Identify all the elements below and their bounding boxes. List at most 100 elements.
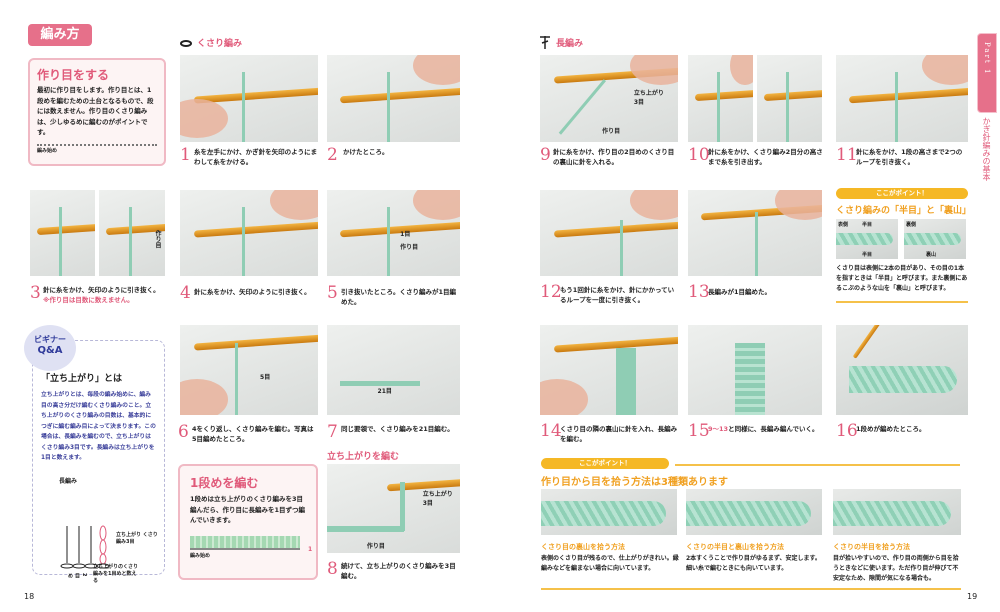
section-title-treble: 長編み: [556, 39, 584, 49]
step-3b-photo: 作り目: [99, 190, 165, 276]
step-caption: 糸を左手にかけ、かぎ針を矢印のようにまわして糸をかける。: [194, 148, 318, 166]
step-15-photo: [688, 325, 822, 415]
step-caption: 針に糸をかけ、矢印のように引き抜く。: [194, 288, 311, 296]
row1-box: 1段めを編む 1段めは立ち上がりのくさり編みを3目編んだら、作り目に長編みを1目…: [178, 464, 318, 580]
step-caption: 針に糸をかけ、くさり編み2目分の高さまで糸を引き出す。: [708, 148, 823, 166]
qa-diagram-title: 長編み: [59, 477, 78, 485]
qa-label-a: 立ち上がり くさり編み3目: [116, 532, 158, 545]
step-number: 6: [178, 422, 189, 442]
step-12-photo: [540, 190, 678, 276]
method-title: くさりの半目を拾う方法: [833, 543, 910, 551]
step-number: 5: [327, 283, 338, 303]
section-header: 編み方: [28, 24, 92, 46]
qa-badge-line1: ビギナー: [34, 335, 66, 344]
step-number: 2: [327, 145, 338, 165]
step-caption: 長編みが1目編めた。: [708, 288, 772, 296]
caption-text: と同様に、長編み編んでいく。: [728, 425, 819, 433]
row1-diagram: [190, 535, 300, 550]
page-number-left: 18: [24, 592, 35, 601]
row1-title: 1段めを編む: [190, 476, 259, 490]
step-reference: 9〜13: [708, 425, 729, 433]
step-10a-photo: [688, 55, 753, 142]
front-chain-photo: 表側半目半目: [836, 219, 898, 259]
step-number: 13: [688, 282, 710, 302]
page-number-right: 19: [967, 592, 978, 601]
divider: [675, 464, 960, 466]
diagram-label: 編み始め: [37, 147, 58, 154]
step-caption: 引き抜いたところ。くさり編みが1目編めた。: [341, 288, 457, 306]
step-caption: 9〜13と同様に、長編み編んでいく。: [708, 424, 822, 434]
step-3a-photo: [30, 190, 95, 276]
part-label: Part 1: [983, 42, 991, 76]
step-7-photo: 21目: [327, 325, 460, 415]
qa-badge-line2: Q&A: [37, 345, 63, 356]
step-8-photo: 立ち上がり3目作り目: [327, 464, 460, 553]
chapter-label: かぎ針編みの基本: [982, 117, 991, 181]
qa-text: 立ち上がりとは、毎段の編み始めに、編み目の高さ分だけ編むくさり編みのこと。立ち上…: [41, 392, 156, 461]
qa-label-c: 立ち上がりのくさり編みを1目めと数える: [93, 564, 139, 584]
step-number: 16: [836, 421, 858, 441]
intro-text: 最初に作り目をします。作り目とは、1段めを編むための土台となるもので、段には数え…: [37, 86, 154, 136]
intro-box: 作り目をする 最初に作り目をします。作り目とは、1段めを編むための土台となるもの…: [28, 58, 166, 166]
row1-text: 1段めは立ち上がりのくさり編みを3目編んだら、作り目に長編みを1目ずつ編んでいき…: [190, 495, 306, 524]
step-caption: かけたところ。: [343, 148, 389, 156]
step-5-photo: 1目作り目: [327, 190, 460, 276]
section-title-chain: くさり編み: [197, 39, 243, 49]
step-9-photo: 立ち上がり3目作り目: [540, 55, 678, 142]
qa-title: 「立ち上がり」とは: [41, 374, 123, 384]
point-banner: ここがポイント！: [836, 188, 968, 199]
step-11-photo: [836, 55, 968, 142]
row1-marker: 1: [308, 546, 313, 553]
step-6-photo: 5目: [180, 325, 318, 415]
treble-crochet-diagram: [60, 525, 110, 569]
point1-text: くさり目は表側に2本の目があり、その目の1本を指すときは「半目」と呼びます。また…: [836, 265, 968, 292]
method-1-photo: [541, 489, 677, 535]
step-10b-photo: [757, 55, 822, 142]
step-2-photo: [327, 55, 460, 142]
step-caption: 続けて、立ち上がりのくさり編みを3目編む。: [341, 562, 456, 580]
divider: [836, 301, 968, 303]
step-caption: 1段めが編めたところ。: [856, 425, 926, 433]
method-text: 目が拾いやすいので、作り目の両側から目を拾うときなどに使います。ただ作り目が伸び…: [833, 555, 959, 582]
part-tab[interactable]: Part 1: [977, 33, 997, 113]
step-number: 3: [30, 283, 41, 303]
caption-note: ※作り目は目数に数えません。: [43, 296, 134, 304]
step-number: 9: [540, 145, 551, 165]
step-1-photo: [180, 55, 318, 142]
step-16-photo: [836, 325, 968, 415]
step-caption: 針に糸をかけ、1段の高さまで2つのループを引き抜く。: [856, 148, 963, 166]
qa-badge: ビギナー Q&A: [24, 325, 76, 371]
point1-title: くさり編みの「半目」と「裏山」: [836, 206, 972, 216]
step-caption: 4をくり返し、くさり編みを編む。写真は5目編めたところ。: [192, 425, 314, 443]
step-4-photo: [180, 190, 318, 276]
step-number: 14: [540, 421, 562, 441]
intro-title: 作り目をする: [37, 68, 110, 82]
step-number: 1: [180, 145, 191, 165]
step-number: 15: [688, 421, 710, 441]
method-text: 表側のくさり目が残るので、仕上がりがきれい。縁編みなどを編まない場合に向いていま…: [541, 555, 679, 572]
tachiagari-heading: 立ち上がりを編む: [327, 452, 400, 462]
step-caption: くさり目の隣の裏山に針を入れ、長編みを編む。: [560, 425, 678, 443]
divider: [541, 588, 961, 590]
method-title: くさりの半目と裏山を拾う方法: [686, 543, 784, 551]
method-text: 2本すくうことで作り目がゆるまず、安定します。細い糸で編むときにも向いています。: [686, 555, 821, 572]
chain-symbol-icon: [180, 40, 192, 47]
point-banner: ここがポイント！: [541, 458, 669, 469]
step-caption: 針に糸をかけ、作り目の2目めのくさり目の裏山に針を入れる。: [553, 148, 675, 166]
chain-diagram: [37, 143, 157, 147]
step-number: 12: [540, 282, 562, 302]
treble-symbol-icon: [540, 36, 550, 49]
method-3-photo: [833, 489, 961, 535]
step-number: 8: [327, 559, 338, 579]
step-number: 11: [836, 145, 858, 165]
step-caption: 針に糸をかけ、矢印のように引き抜く。 ※作り目は目数に数えません。: [43, 285, 168, 305]
step-14-photo: [540, 325, 678, 415]
step-number: 10: [688, 145, 710, 165]
step-number: 4: [180, 283, 191, 303]
back-chain-photo: 裏側裏山: [904, 219, 966, 259]
caption-text: 針に糸をかけ、矢印のように引き抜く。: [43, 286, 160, 294]
point2-title: 作り目から目を拾う方法は3種類あります: [541, 477, 728, 488]
step-number: 7: [327, 422, 338, 442]
qa-label-b: 2目め: [67, 573, 87, 578]
qa-box: 「立ち上がり」とは 立ち上がりとは、毎段の編み始めに、編み目の高さ分だけ編むくさ…: [32, 340, 165, 584]
